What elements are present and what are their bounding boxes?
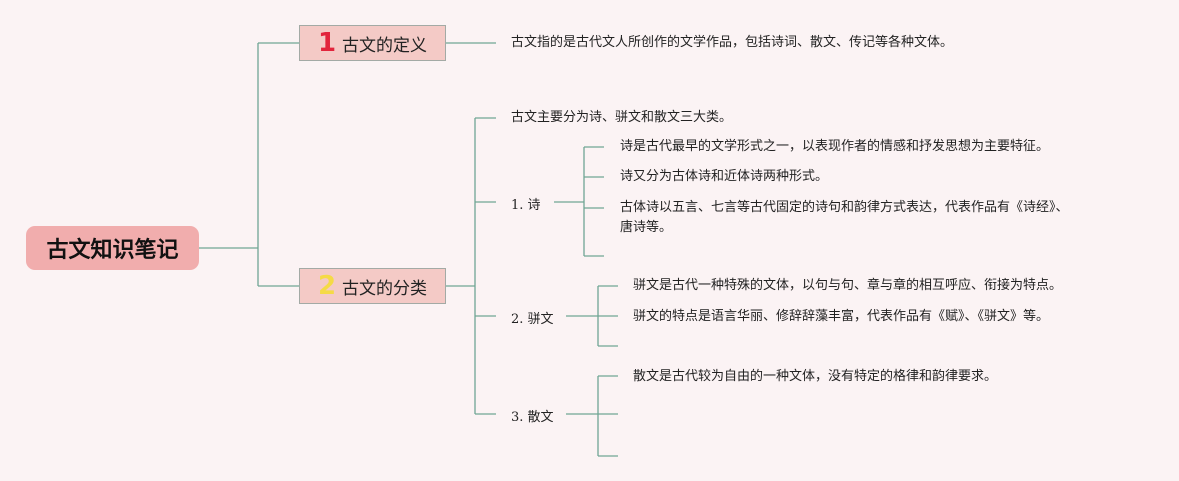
poetry-item: 古体诗以五言、七言等古代固定的诗句和韵律方式表达，代表作品有《诗经》、: [620, 200, 1069, 215]
prose-item: 散文是古代较为自由的一种文体，没有特定的格律和韵律要求。: [633, 369, 998, 384]
number-badge-2: 2: [317, 271, 337, 301]
root-node[interactable]: 古文知识笔记: [26, 226, 199, 270]
parallel-prose-item: 骈文是古代一种特殊的文体，以句与句、章与章的相互呼应、衔接为特点。: [633, 278, 1063, 293]
parallel-prose-item: 骈文的特点是语言华丽、修辞辞藻丰富，代表作品有《赋》、《骈文》等。: [633, 309, 1050, 324]
connector-root: [199, 42, 299, 287]
subtopic-prose[interactable]: 3. 散文: [511, 410, 554, 425]
topic-classification[interactable]: 2 古文的分类: [299, 268, 446, 304]
topic-definition[interactable]: 1 古文的定义: [299, 25, 446, 61]
poetry-item: 诗又分为古体诗和近体诗两种形式。: [620, 169, 829, 184]
connector-classification: [446, 117, 496, 415]
connector-parallel-prose: [566, 285, 618, 347]
subtopic-parallel-prose[interactable]: 2. 骈文: [511, 312, 554, 327]
subtopic-poetry[interactable]: 1. 诗: [511, 198, 541, 213]
classification-intro: 古文主要分为诗、骈文和散文三大类。: [511, 110, 733, 125]
number-badge-1: 1: [317, 28, 337, 58]
poetry-item: 诗是古代最早的文学形式之一，以表现作者的情感和抒发思想为主要特征。: [620, 139, 1050, 154]
root-label: 古文知识笔记: [46, 238, 179, 263]
topic-label: 古文的分类: [342, 278, 428, 299]
definition-text: 古文指的是古代文人所创作的文学作品，包括诗词、散文、传记等各种文体。: [511, 35, 954, 50]
poetry-item-continued: 唐诗等。: [620, 220, 673, 235]
connector-prose: [566, 375, 618, 457]
connector-poetry: [554, 146, 604, 257]
topic-label: 古文的定义: [342, 35, 428, 56]
